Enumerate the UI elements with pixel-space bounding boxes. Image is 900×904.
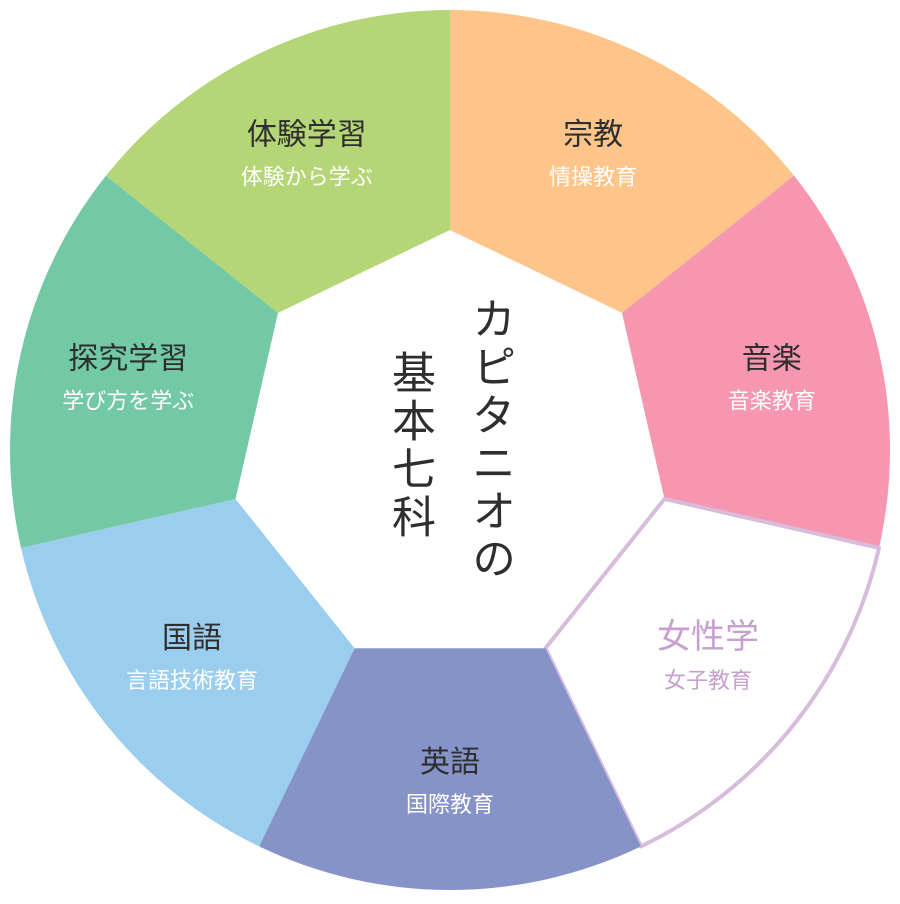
segment-title-english: 英語: [420, 745, 480, 780]
segment-title-religion: 宗教: [563, 118, 623, 153]
segment-japanese: [21, 498, 355, 847]
segment-subtitle-inquiry-learning: 学び方を学ぶ: [62, 390, 194, 415]
center-title-line-1: カピタニオの: [464, 296, 515, 584]
segment-subtitle-religion: 情操教育: [549, 166, 637, 191]
segment-religion: [450, 10, 795, 313]
segment-subtitle-music: 音楽教育: [728, 390, 816, 415]
segment-english: [259, 648, 641, 890]
segment-title-womens-studies: 女性学: [657, 617, 759, 657]
segment-music: [622, 175, 890, 548]
segment-title-music: 音楽: [742, 342, 802, 377]
segment-subtitle-english: 国際教育: [406, 793, 494, 818]
segment-title-japanese: 国語: [162, 621, 222, 656]
segment-subtitle-womens-studies: 女子教育: [664, 669, 752, 694]
segment-subtitle-experiential-learning: 体験から学ぶ: [241, 166, 373, 191]
segment-inquiry-learning: [9, 175, 278, 548]
segment-title-experiential-learning: 体験学習: [247, 118, 367, 153]
segment-title-inquiry-learning: 探究学習: [68, 342, 188, 377]
center-title-line-2: 基本七科: [384, 350, 435, 542]
segment-subtitle-japanese: 言語技術教育: [126, 669, 258, 694]
segment-womens-studies: [543, 496, 881, 849]
segment-experiential-learning: [105, 9, 451, 313]
